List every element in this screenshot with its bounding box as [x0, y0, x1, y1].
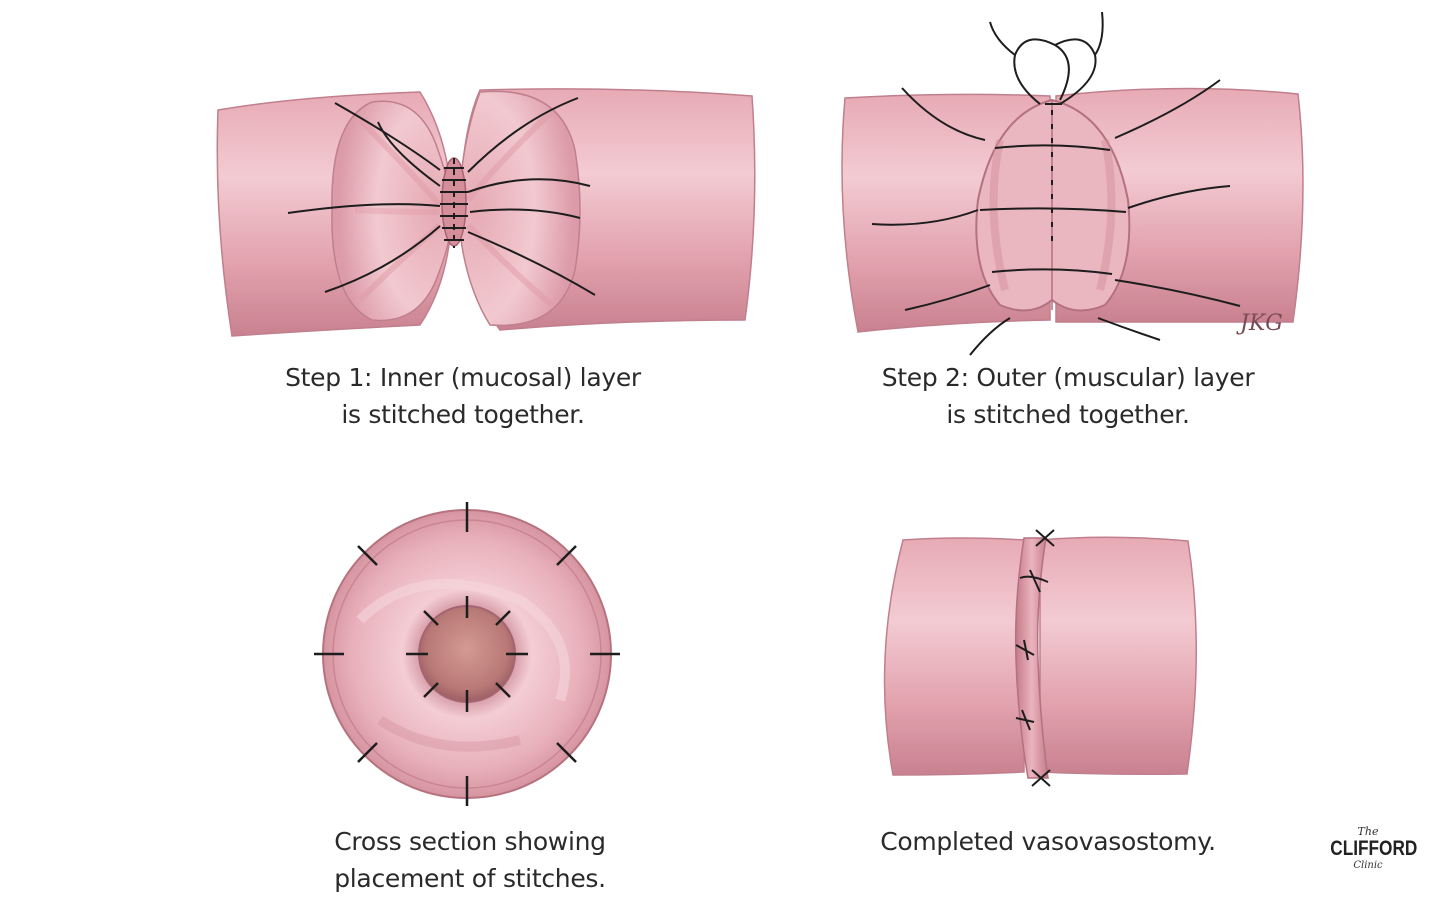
cross-section-caption-line-2: placement of stitches.: [334, 864, 606, 893]
mucosal-sutures: [287, 97, 596, 296]
step-1-caption-line-2: is stitched together.: [341, 400, 585, 429]
step-2-caption: Step 2: Outer (muscular) layer is stitch…: [868, 359, 1268, 433]
step-2-caption-line-2: is stitched together.: [946, 400, 1190, 429]
logo-prefix: The: [1357, 825, 1379, 838]
completed-caption: Completed vasovasostomy.: [858, 823, 1238, 860]
step-1-illustration: [216, 88, 756, 337]
right-segment-joined: [1039, 536, 1197, 775]
cross-section-illustration: [314, 502, 620, 806]
step-1-caption: Step 1: Inner (mucosal) layer is stitche…: [268, 359, 658, 433]
completed-caption-line-1: Completed vasovasostomy.: [880, 827, 1216, 856]
artist-signature: JKG: [1236, 311, 1283, 336]
completed-illustration: [883, 529, 1197, 787]
anastomosis-seam: [1014, 537, 1049, 779]
clifford-clinic-logo: The CLIFFORD Clinic: [1322, 825, 1418, 888]
completed-sutures: [1015, 529, 1055, 787]
logo-suffix: Clinic: [1353, 860, 1383, 871]
step-2-caption-line-1: Step 2: Outer (muscular) layer: [881, 363, 1255, 392]
muscular-sutures: [871, 11, 1241, 356]
stitch-markers: [314, 502, 620, 806]
cross-section-caption: Cross section showing placement of stitc…: [300, 823, 640, 897]
step-2-illustration: JKG: [841, 11, 1304, 356]
logo-name: CLIFFORD: [1330, 837, 1418, 860]
left-segment-joined: [883, 537, 1025, 776]
step-1-caption-line-1: Step 1: Inner (mucosal) layer: [285, 363, 641, 392]
right-mucosa-cone: [457, 90, 581, 327]
cross-section-caption-line-1: Cross section showing: [334, 827, 606, 856]
